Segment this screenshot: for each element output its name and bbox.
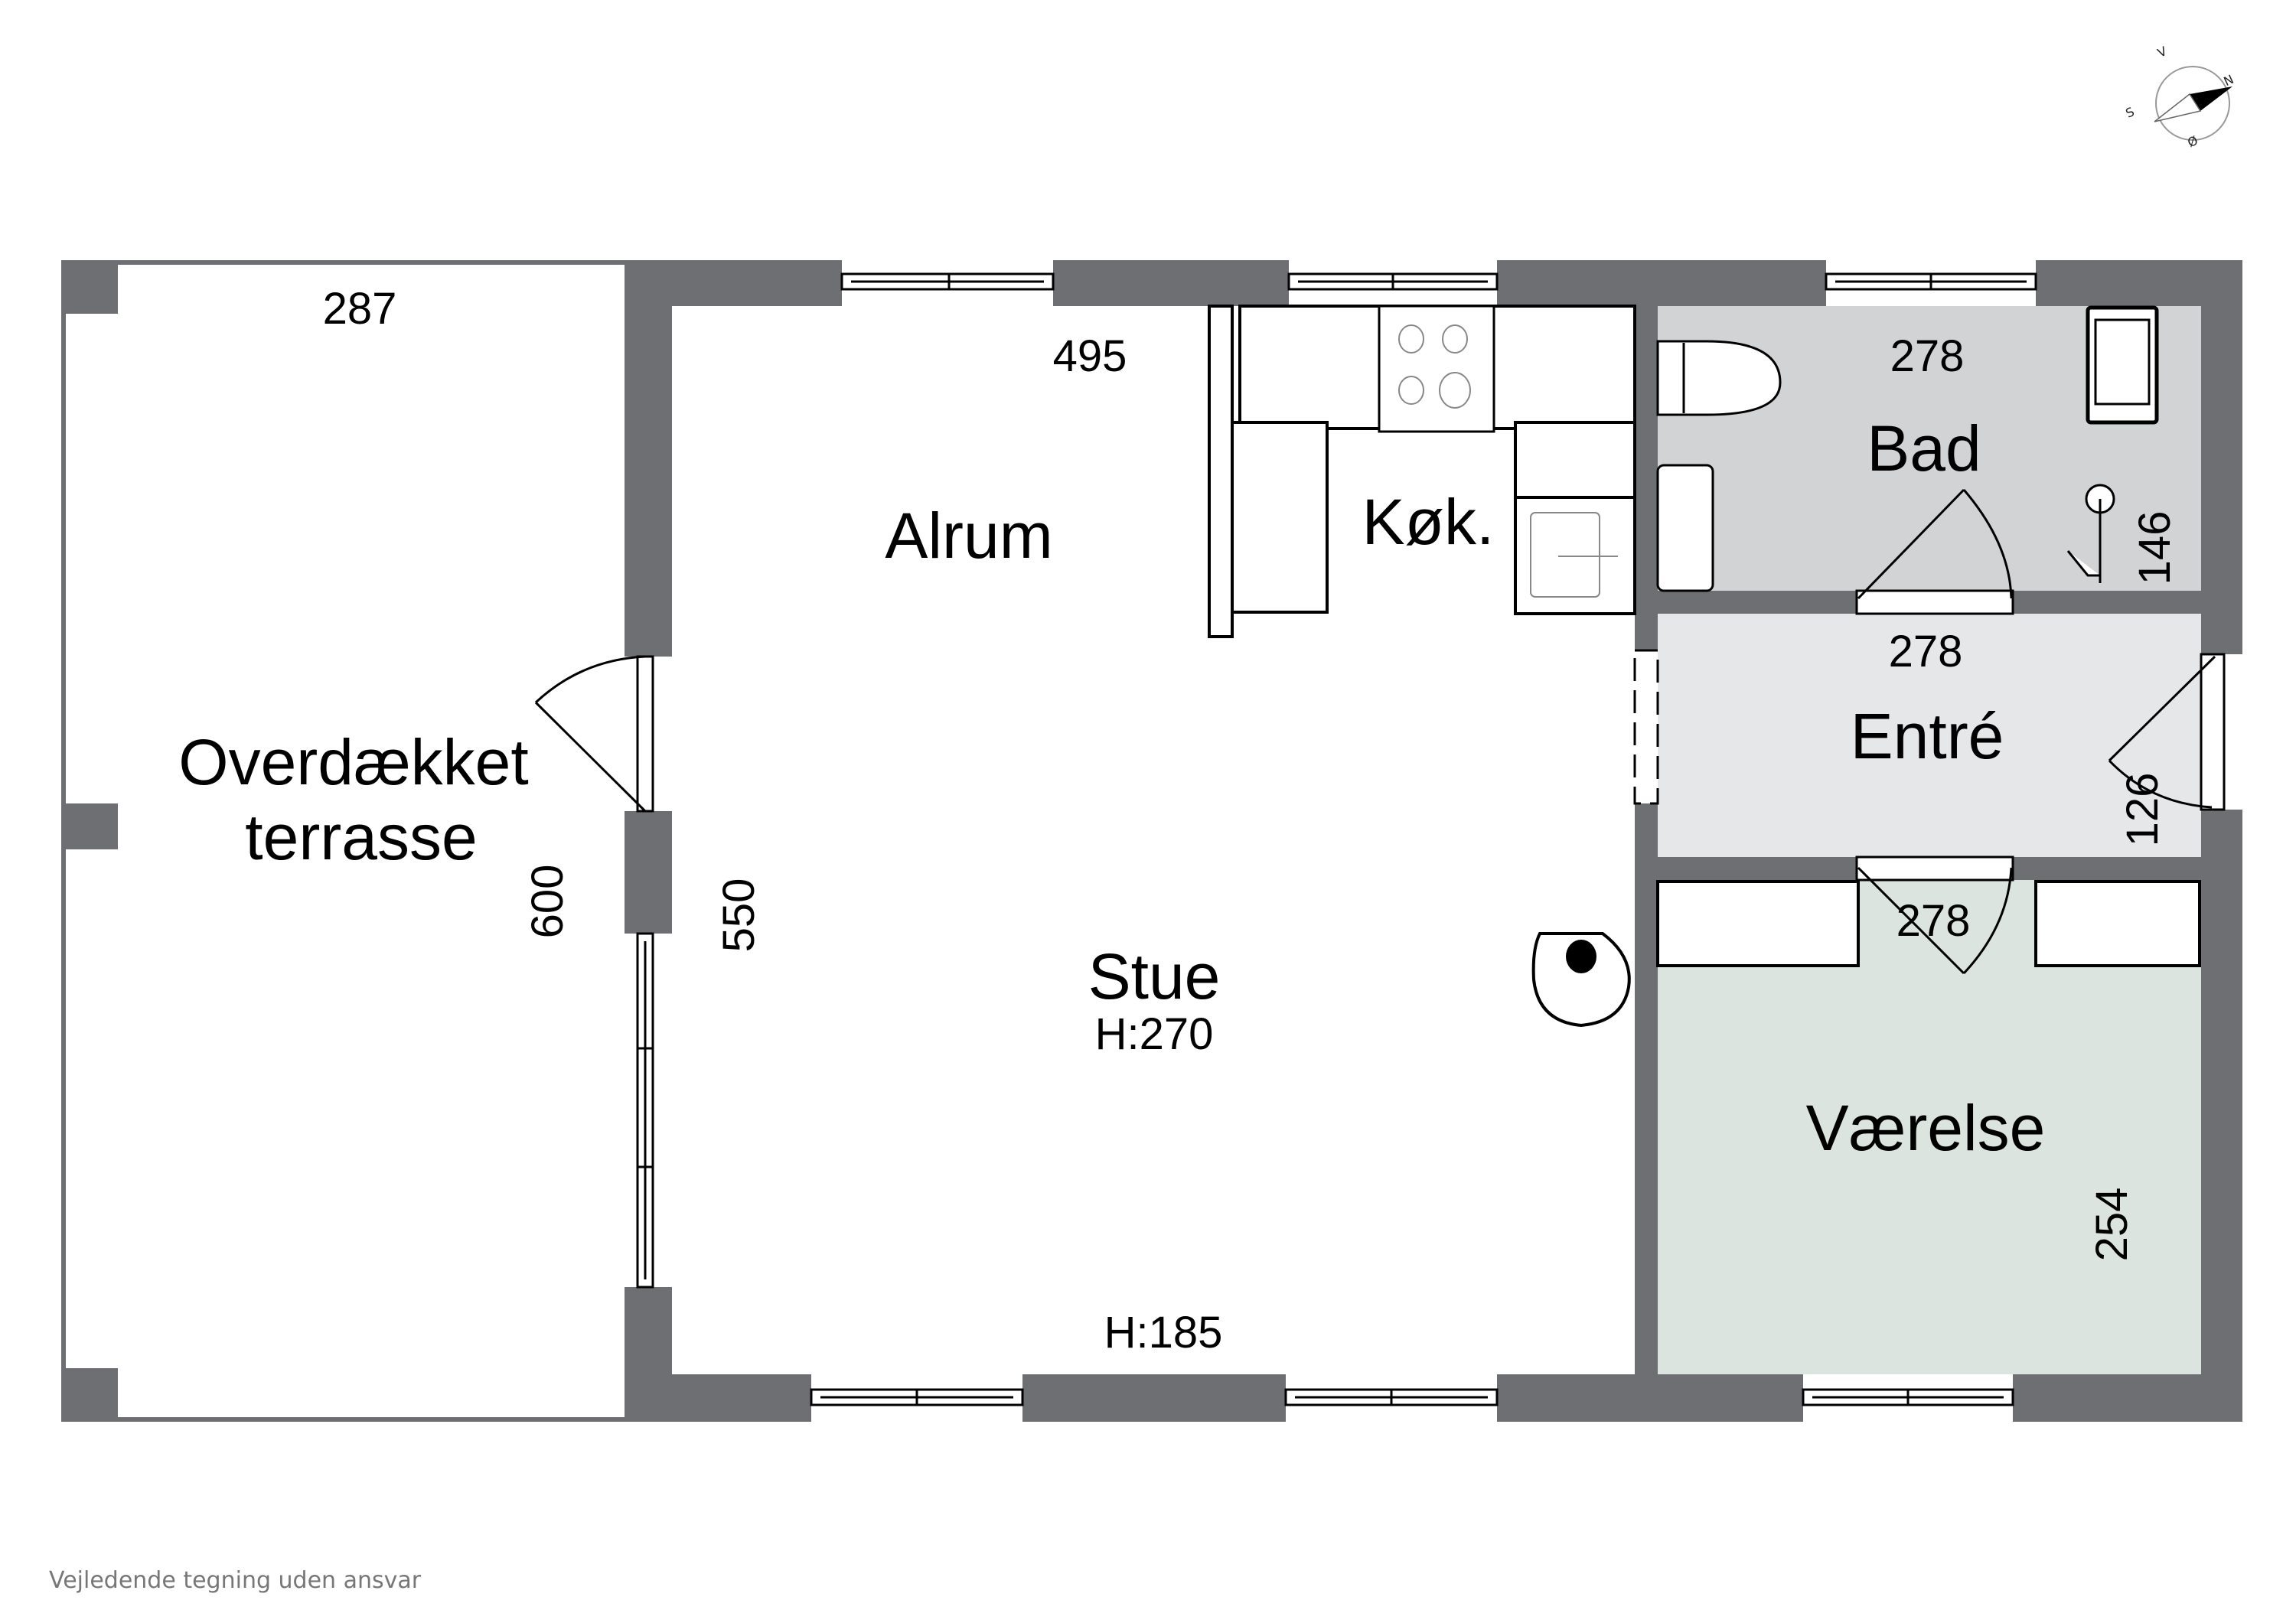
window-bottom-3 xyxy=(1802,1388,2014,1406)
doors xyxy=(534,488,2226,975)
opening-alrum-entre xyxy=(1633,649,1659,805)
terrace-length: 600 xyxy=(523,864,572,939)
shower-icon xyxy=(2066,484,2115,583)
room-label-stue: Stue xyxy=(1088,940,1221,1012)
alrum-width: 495 xyxy=(1052,331,1127,381)
stue-ceiling-height: H:270 xyxy=(1094,1009,1214,1059)
compass-icon xyxy=(2154,66,2232,141)
kitchen-sink-icon xyxy=(1530,512,1618,598)
room-label-bad: Bad xyxy=(1867,412,1981,484)
window-top-3 xyxy=(1825,272,2037,291)
room-label-vaerelse: Værelse xyxy=(1805,1092,2046,1164)
room-label-alrum: Alrum xyxy=(885,500,1053,572)
kitchen xyxy=(1208,305,1636,638)
vaerelse-length: 254 xyxy=(2087,1187,2137,1262)
window-bottom-1 xyxy=(810,1388,1024,1406)
washbasin-icon xyxy=(1656,464,1714,592)
bad-width: 278 xyxy=(1890,331,1965,381)
wardrobes xyxy=(1656,880,2201,967)
disclaimer-text: Vejledende tegning uden ansvar xyxy=(49,1567,422,1594)
terrace-width: 287 xyxy=(322,284,397,334)
kitchen-counter-left xyxy=(1231,421,1329,614)
stue-window-height: H:185 xyxy=(1104,1308,1223,1357)
entre-width: 278 xyxy=(1888,627,1963,676)
vaerelse-width: 278 xyxy=(1896,896,1971,946)
door-bad xyxy=(1855,488,2014,615)
room-label-terrasse-line2: terrasse xyxy=(245,801,478,873)
room-label-kokken: Køk. xyxy=(1362,486,1495,558)
door-entre xyxy=(2108,653,2226,811)
room-label-entre: Entré xyxy=(1850,700,2004,772)
toilet-icon xyxy=(1656,340,1782,416)
walls xyxy=(625,260,2242,1422)
kitchen-bar xyxy=(1208,305,1234,638)
stove-icon xyxy=(1378,305,1495,433)
washing-machine-icon xyxy=(2086,305,2159,425)
wardrobe-icon xyxy=(1656,880,1860,967)
bathroom-fixtures xyxy=(1656,305,2159,592)
door-terrace xyxy=(534,655,654,813)
wardrobe-icon xyxy=(2034,880,2201,967)
room-label-terrasse-line1: Overdækket xyxy=(178,726,529,798)
stue-length: 550 xyxy=(714,878,764,953)
room-fill-entre xyxy=(1658,614,2201,857)
entre-length: 126 xyxy=(2118,772,2167,847)
window-top-1 xyxy=(840,272,1055,291)
window-top-2 xyxy=(1287,272,1499,291)
window-bottom-2 xyxy=(1284,1388,1499,1406)
windows xyxy=(636,272,2037,1406)
wood-stove-icon xyxy=(1531,932,1631,1028)
door-vaerelse xyxy=(1855,855,2014,975)
terrace-outline xyxy=(61,260,628,1422)
glass-wall-terrace xyxy=(636,932,654,1289)
bad-length: 146 xyxy=(2130,510,2180,585)
